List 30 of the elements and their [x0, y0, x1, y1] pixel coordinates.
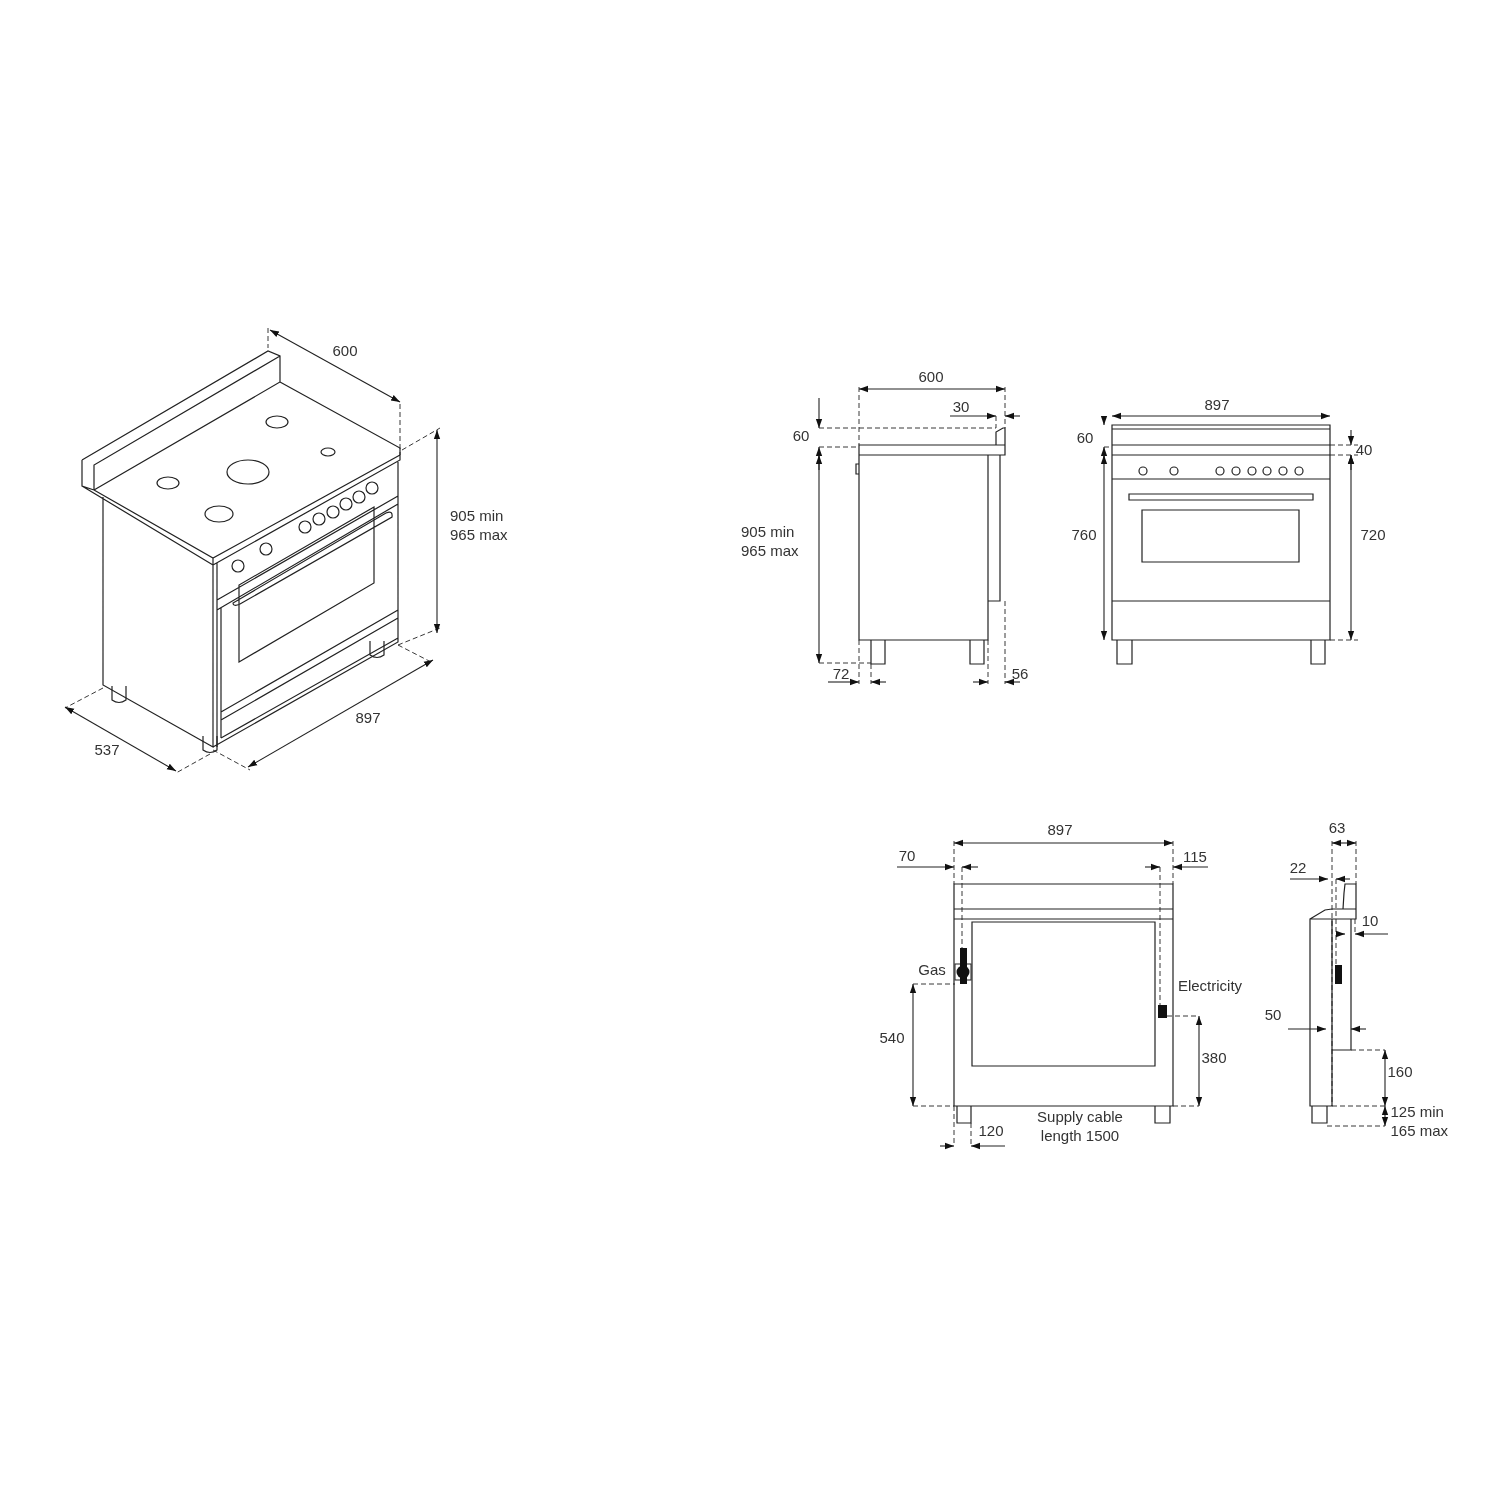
dimension-value: 50 [1264, 1005, 1282, 1025]
dimension-value: 40 [1355, 440, 1373, 460]
dimension-value: 70 [898, 846, 916, 866]
height-dimension-text: 905 min 965 max [741, 523, 800, 561]
dimension-value: 56 [1011, 664, 1029, 684]
dimension-value: 63 [1328, 818, 1346, 838]
dimension-value: 10 [1361, 911, 1379, 931]
dimension-value: 60 [1076, 428, 1094, 448]
dimension-value: 600 [332, 341, 358, 361]
dimension-value: 380 [1201, 1048, 1227, 1068]
dimension-value: 540 [879, 1028, 905, 1048]
dimension-value: 72 [832, 664, 850, 684]
dimension-value: 897 [1204, 395, 1230, 415]
connection-label: Electricity [1177, 976, 1243, 996]
dimension-value: 115 [1183, 847, 1207, 867]
dimension-value: 22 [1289, 858, 1307, 878]
dimension-value: 760 [1071, 525, 1097, 545]
dimension-value: 897 [1047, 820, 1073, 840]
dimension-value: 720 [1360, 525, 1386, 545]
height-dimension-text: 125 min 165 max [1390, 1103, 1450, 1141]
dimension-value: 30 [952, 397, 970, 417]
dimension-value: 120 [978, 1121, 1004, 1141]
dimension-value: 537 [94, 740, 120, 760]
dimension-value: 600 [918, 367, 944, 387]
height-dimension-text: 905 min 965 max [450, 507, 509, 545]
connection-label: Gas [918, 960, 946, 980]
dimension-value: 60 [792, 426, 810, 446]
dimension-value: 160 [1387, 1062, 1413, 1082]
note-text: Supply cable length 1500 [1036, 1108, 1124, 1146]
dimension-value: 897 [355, 708, 381, 728]
